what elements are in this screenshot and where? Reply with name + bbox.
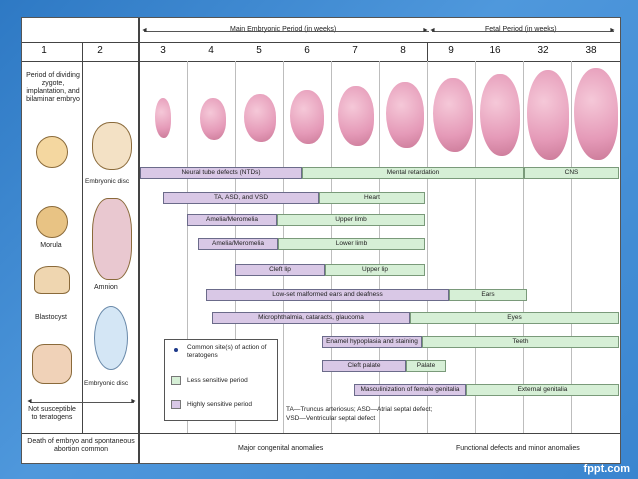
- bar-upper-lip: Upper lip: [325, 264, 425, 276]
- bar-upper-limb: Upper limb: [277, 214, 425, 226]
- fetal-period-arrow-left-icon: ◄: [429, 27, 436, 34]
- week-9: 9: [448, 45, 454, 56]
- functional-defects-label: Functional defects and minor anomalies: [456, 445, 580, 452]
- week-32: 32: [537, 45, 549, 56]
- legend-less-sensitive-label: Less sensitive period: [187, 377, 248, 384]
- week-8: 8: [400, 45, 406, 56]
- abbrev-note-line-2: VSD—Ventricular septal defect: [286, 415, 376, 422]
- fetal-period-arrow-right-icon: ►: [609, 27, 616, 34]
- embryonic-disc-label-2: Embryonic disc: [84, 380, 129, 387]
- not-susceptible-arrow-left-icon: ◄: [26, 398, 33, 405]
- not-susceptible-arrow: [30, 402, 134, 403]
- col-divider-1-2: [82, 42, 83, 434]
- embryo-week-5-illustration: [244, 94, 276, 142]
- fetus-week-32-illustration: [527, 70, 569, 160]
- grid-line: [187, 61, 188, 433]
- period-dividing-zygote-label: Period of dividing zygote, implantation,…: [26, 72, 80, 103]
- bar-heart: Heart: [319, 192, 425, 204]
- legend-highly-sensitive-swatch: [171, 400, 181, 409]
- grid-line: [571, 61, 572, 433]
- bar-masculinization: Masculinization of female genitalia: [354, 384, 466, 396]
- bar-ta-asd-vsd: TA, ASD, and VSD: [163, 192, 319, 204]
- bar-low-set-ears: Low-set malformed ears and deafness: [206, 289, 449, 301]
- week-7: 7: [352, 45, 358, 56]
- not-susceptible-arrow-right-icon: ►: [130, 398, 137, 405]
- col-divider-left: [138, 18, 140, 463]
- main-period-arrow: [144, 31, 429, 32]
- fppt-logo: fppt.com: [583, 463, 630, 475]
- bar-eyes: Eyes: [410, 312, 619, 324]
- abbrev-note-line-1: TA—Truncus arteriosus; ASD—Atrial septal…: [286, 406, 433, 413]
- morula-illustration: [36, 206, 68, 238]
- teratogen-sensitivity-chart: Main Embryonic Period (in weeks) ◄ ► Fet…: [21, 17, 621, 464]
- embryo-week-6-illustration: [290, 90, 324, 144]
- bar-lower-limb: Lower limb: [278, 238, 425, 250]
- week-6: 6: [304, 45, 310, 56]
- main-period-arrow-right-icon: ►: [422, 27, 429, 34]
- fetal-period-label: Fetal Period (in weeks): [482, 26, 560, 34]
- header-divider: [22, 42, 620, 43]
- week-5: 5: [256, 45, 262, 56]
- week-38: 38: [585, 45, 597, 56]
- bar-enamel-hypoplasia: Enamel hypoplasia and staining: [322, 336, 422, 348]
- bar-ears: Ears: [449, 289, 527, 301]
- teratogen-site-dot-icon: [174, 348, 178, 352]
- legend-less-sensitive-swatch: [171, 376, 181, 385]
- legend: Common site(s) of action of teratogens L…: [164, 339, 278, 421]
- fetus-week-16-illustration: [480, 74, 520, 156]
- main-period-arrow-left-icon: ◄: [141, 27, 148, 34]
- bar-amelia-meromelia-lower: Amelia/Meromelia: [198, 238, 278, 250]
- grid-line: [427, 61, 428, 433]
- embryo-week-7-illustration: [338, 86, 374, 146]
- death-embryo-label: Death of embryo and spontaneous abortion…: [27, 438, 135, 453]
- implantation-illustration: [32, 344, 72, 384]
- amnion-label: Amnion: [94, 284, 118, 291]
- blastocyst-label: Blastocyst: [35, 314, 67, 321]
- week-2: 2: [97, 45, 103, 56]
- week-3: 3: [160, 45, 166, 56]
- bar-cleft-lip: Cleft lip: [235, 264, 325, 276]
- main-period-label: Main Embryonic Period (in weeks): [227, 26, 340, 34]
- bar-neural-tube-defects: Neural tube defects (NTDs): [140, 167, 302, 179]
- not-susceptible-label: Not susceptible to teratogens: [28, 406, 76, 421]
- week-row-divider: [22, 61, 620, 62]
- legend-dot-label: Common site(s) of action of teratogens: [187, 344, 267, 359]
- fetus-week-38-illustration: [574, 68, 618, 160]
- bar-external-genitalia: External genitalia: [466, 384, 619, 396]
- bilaminar-disc-illustration-1: [92, 122, 132, 170]
- col-divider-fetal: [427, 42, 428, 61]
- week-16: 16: [489, 45, 501, 56]
- week-1: 1: [41, 45, 47, 56]
- embryo-week-4-illustration: [200, 98, 226, 140]
- bar-teeth: Teeth: [422, 336, 619, 348]
- blastocyst-illustration: [34, 266, 70, 294]
- week-4: 4: [208, 45, 214, 56]
- bar-amelia-meromelia-upper: Amelia/Meromelia: [187, 214, 277, 226]
- fetus-week-9-illustration: [433, 78, 473, 152]
- grid-line: [523, 61, 524, 433]
- embryo-week-8-illustration: [386, 82, 424, 148]
- bar-cns: CNS: [524, 167, 619, 179]
- major-anomalies-label: Major congenital anomalies: [238, 445, 324, 452]
- zygote-illustration: [36, 136, 68, 168]
- bar-cleft-palate: Cleft palate: [322, 360, 406, 372]
- morula-label: Morula: [40, 242, 62, 249]
- embryo-week-3-illustration: [155, 98, 171, 138]
- legend-highly-sensitive-label: Highly sensitive period: [187, 401, 253, 408]
- fetal-period-arrow: [432, 31, 614, 32]
- grid-line: [475, 61, 476, 433]
- bar-mental-retardation: Mental retardation: [302, 167, 524, 179]
- bar-palate: Palate: [406, 360, 446, 372]
- footer-divider: [22, 433, 620, 434]
- embryonic-disc-label-1: Embryonic disc: [85, 178, 130, 185]
- amnion-illustration: [94, 306, 128, 370]
- bilaminar-disc-illustration-2: [92, 198, 132, 280]
- bar-microphthalmia: Microphthalmia, cataracts, glaucoma: [212, 312, 410, 324]
